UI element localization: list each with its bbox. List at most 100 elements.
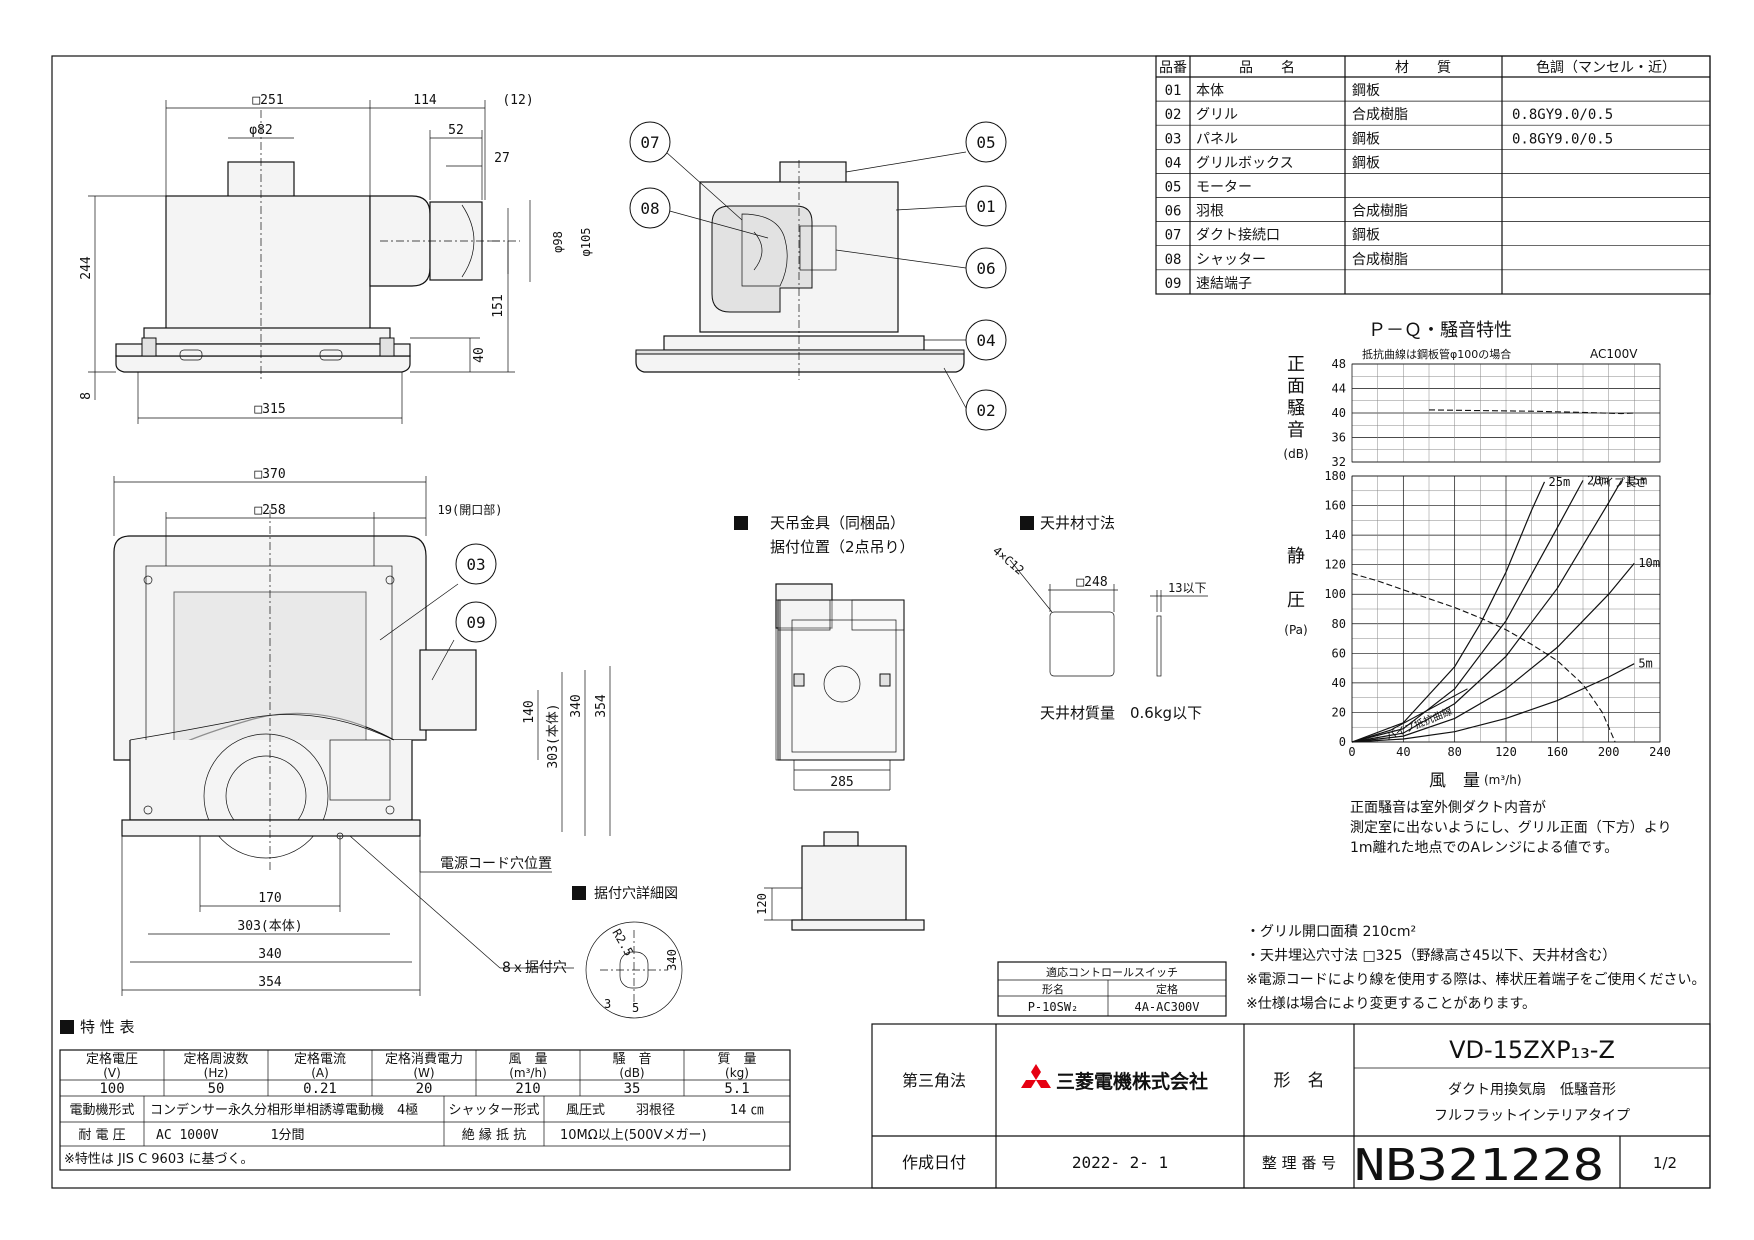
title-desc1: ダクト用換気扇 低騒音形 (1448, 1081, 1616, 1098)
ceiling-title: 天井材寸法 (1040, 514, 1115, 532)
spec-header: 質 量 (717, 1052, 756, 1067)
spec-blade-label: 羽根径 (636, 1103, 675, 1118)
switch-rating: 4A-AC300V (1134, 1000, 1199, 1014)
dim-354-h: 354 (258, 975, 282, 990)
pq-pressure-label-char: 圧 (1287, 590, 1305, 611)
title-projection: 第三角法 (902, 1071, 966, 1090)
x-tick-label: 240 (1649, 745, 1671, 759)
detail-3: 3 (604, 997, 611, 1011)
dim-244: 244 (79, 256, 94, 280)
ceiling-mass: 天井材質量 0.6kg以下 (1040, 704, 1202, 722)
callout-circle (965, 319, 1007, 361)
resistance-curve-label: 5m (1638, 657, 1652, 671)
dim-140: 140 (522, 700, 537, 723)
spec-header: 風 量 (508, 1052, 547, 1067)
resistance-curve-label: 20m (1587, 473, 1609, 487)
pq-voltage: AC100V (1590, 347, 1638, 361)
spec-header-unit: (Hz) (204, 1066, 229, 1080)
dim-phi105: φ105 (579, 228, 593, 257)
spec-value: 0.21 (303, 1081, 337, 1097)
title-number-label: 整 理 番 号 (1262, 1154, 1336, 1172)
spec-header: 定格電圧 (86, 1051, 138, 1067)
mitsubishi-logo-icon (1021, 1064, 1051, 1088)
hanger-dim-285: 285 (830, 775, 853, 790)
spec-insulation-label: 絶 縁 抵 抗 (462, 1127, 526, 1143)
dim-52: 52 (448, 123, 464, 138)
note-power-cord: ※電源コードにより線を使用する際は、棒状圧着端子をご使用ください。 (1246, 971, 1705, 988)
spec-header-unit: (A) (311, 1066, 329, 1080)
pipe-resistance-curve (1351, 688, 1468, 743)
pressure-tick-label: 100 (1324, 587, 1346, 601)
mount-detail-title: 据付穴詳細図 (594, 886, 678, 902)
title-model-label: 形 名 (1274, 1071, 1325, 1091)
parts-cell: 01 (1165, 83, 1182, 99)
hanger-view: 天吊金具（同梱品） 据付位置（2点吊り） 285 120 (734, 514, 925, 931)
ceiling-thickness: 13以下 (1168, 581, 1206, 595)
spec-header: 騒 音 (612, 1051, 651, 1067)
callout-02: 02 (976, 401, 995, 420)
note-spec-change: ※仕様は場合により変更することがあります。 (1246, 995, 1536, 1012)
pq-noise-label-char: 音 (1287, 420, 1305, 441)
dim-phi98: φ98 (551, 231, 565, 253)
title-date-label: 作成日付 (902, 1153, 966, 1172)
parts-cell: 鋼板 (1352, 228, 1380, 244)
title-desc2: フルフラットインテリアタイプ (1434, 1108, 1630, 1124)
title-date: 2022- 2- 1 (1072, 1153, 1168, 1172)
pq-pipe-label: パイプ長さ (1592, 476, 1647, 489)
spec-motor-value: コンデンサー永久分相形単相誘導電動機 4極 (150, 1102, 418, 1118)
pq-title: Ｐ－Ｑ・騒音特性 (1368, 320, 1512, 341)
dim-12: (12) (502, 93, 533, 108)
spec-value: 5.1 (724, 1081, 749, 1097)
parts-cell: 04 (1165, 155, 1182, 171)
resistance-curve-label: 10m (1638, 556, 1660, 570)
spec-table: 特 性 表 定格電圧(V)100定格周波数(Hz)50定格電流(A)0.21定格… (59, 1018, 791, 1171)
pressure-tick-label: 140 (1324, 528, 1346, 542)
callout-circle (629, 121, 671, 163)
resistance-curve-5m (1351, 663, 1635, 743)
pressure-tick-label: 80 (1332, 617, 1346, 631)
spec-shutter-label: シャッター形式 (448, 1103, 539, 1118)
spec-shutter-value: 風圧式 (566, 1103, 605, 1118)
title-company: 三菱電機株式会社 (1056, 1070, 1208, 1093)
dim-303-body-h: 303(本体) (237, 919, 302, 934)
resistance-curve-10m (1351, 562, 1635, 743)
callout-circle (629, 187, 671, 229)
parts-cell: 0.8GY9.0/0.5 (1512, 131, 1613, 147)
parts-cell: 合成樹脂 (1352, 204, 1408, 220)
spec-voltage-label: 耐 電 圧 (78, 1128, 125, 1143)
pq-x-label: 風 量 (1429, 771, 1480, 791)
spec-value: 35 (624, 1081, 641, 1097)
noise-tick-label: 36 (1332, 431, 1346, 445)
dim-114: 114 (413, 93, 437, 108)
callout-circle (455, 543, 497, 585)
title-block: 第三角法 三菱電機株式会社 形 名 VD-15ZXP₁₃-Z ダクト用換気扇 低… (871, 1023, 1711, 1191)
parts-cell: 03 (1165, 131, 1182, 147)
hanger-title: 天吊金具（同梱品） (770, 514, 905, 532)
spec-value: 50 (208, 1081, 225, 1097)
parts-cell: 羽根 (1196, 204, 1224, 220)
ceiling-view: 天井材寸法 □248 4×C12 13以下 天井材質量 0.6kg以下 (990, 514, 1208, 722)
front-view: □251 φ82 114 (12) 52 27 φ98 φ105 244 151… (79, 93, 593, 424)
x-tick-label: 0 (1348, 745, 1355, 759)
spec-header-unit: (dB) (619, 1066, 644, 1080)
parts-cell: 合成樹脂 (1352, 107, 1408, 123)
parts-cell: モーター (1196, 180, 1252, 196)
dim-27: 27 (494, 151, 510, 166)
parts-cell: 05 (1165, 180, 1182, 196)
noise-curve (1428, 409, 1635, 415)
dim-251: □251 (252, 93, 283, 108)
note-ceiling-hole: ・天井埋込穴寸法 □325（野縁高さ45以下、天井材含む） (1246, 947, 1616, 964)
parts-cell: 鋼板 (1352, 131, 1380, 147)
callout-circle (965, 389, 1007, 431)
callout-07: 07 (640, 133, 659, 152)
pressure-tick-label: 0 (1339, 735, 1346, 749)
pressure-tick-label: 20 (1332, 705, 1346, 719)
dim-370: □370 (254, 467, 285, 482)
pq-noise-unit: (dB) (1283, 447, 1308, 461)
dim-40: 40 (472, 347, 487, 363)
ceiling-corner: 4×C12 (990, 544, 1027, 578)
callout-05: 05 (976, 133, 995, 152)
resistance-curve-20m (1351, 480, 1584, 743)
pq-pressure-label-char: 静 (1287, 546, 1305, 567)
title-number: NB321228 (1354, 1140, 1604, 1191)
